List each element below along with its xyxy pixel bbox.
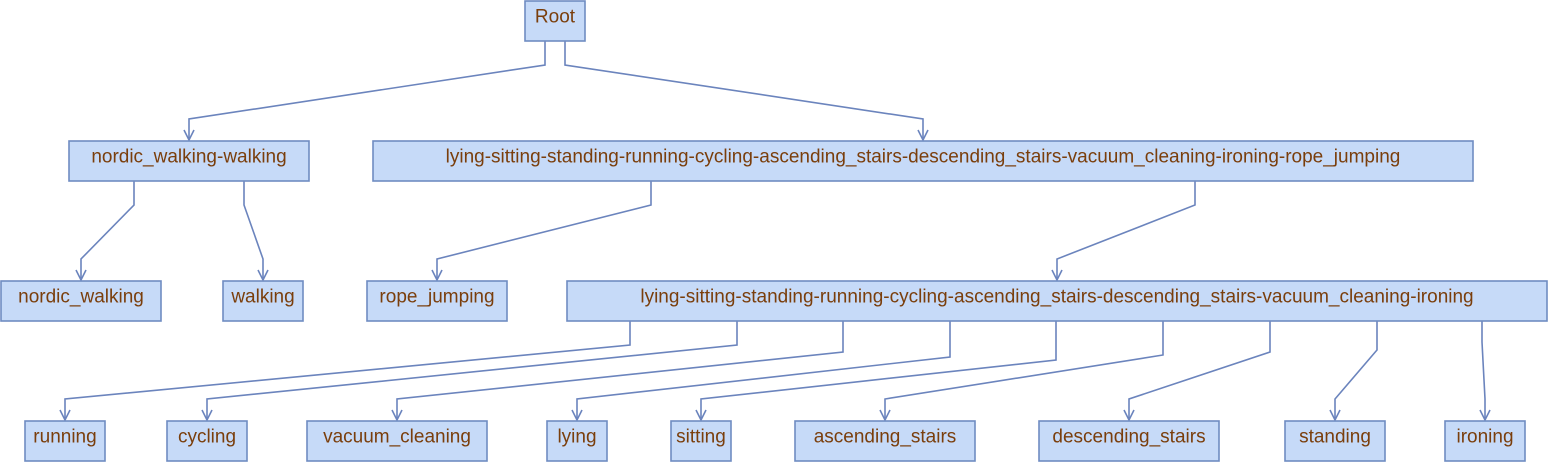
node-sitting: sitting xyxy=(670,420,732,462)
node-box xyxy=(546,420,608,462)
arrowhead xyxy=(75,269,87,282)
node-lying-sitting-standing-running-cycling-ascending-stairs-desc: lying-sitting-standing-running-cycling-a… xyxy=(372,140,1474,182)
node-label: lying-sitting-standing-running-cycling-a… xyxy=(446,147,1401,168)
node-box xyxy=(566,280,1548,322)
node-cycling: cycling xyxy=(166,420,248,462)
node-label: descending_stairs xyxy=(1052,427,1205,448)
node-vacuum-cleaning: vacuum_cleaning xyxy=(306,420,488,462)
edge-connector xyxy=(243,181,264,280)
arrowhead xyxy=(1329,409,1341,422)
edge-connector xyxy=(1056,181,1196,280)
edge-connector xyxy=(1481,321,1486,420)
node-box xyxy=(1284,420,1386,462)
node-root: Root xyxy=(524,0,586,42)
edge-connector xyxy=(436,181,652,280)
edge-connector xyxy=(1334,321,1378,420)
node-label: ascending_stairs xyxy=(814,427,957,448)
node-box xyxy=(166,420,248,462)
node-box xyxy=(794,420,976,462)
node-box xyxy=(366,280,508,322)
node-box xyxy=(372,140,1474,182)
node-label: ironing xyxy=(1456,427,1513,448)
node-label: sitting xyxy=(676,427,726,448)
node-label: rope_jumping xyxy=(379,287,494,308)
edge-connector xyxy=(188,41,546,140)
node-descending-stairs: descending_stairs xyxy=(1038,420,1220,462)
node-label: cycling xyxy=(178,427,236,448)
arrowhead xyxy=(1051,269,1063,282)
edge-connector xyxy=(564,41,924,140)
node-box xyxy=(1038,420,1220,462)
arrowhead xyxy=(917,129,929,142)
node-label: lying xyxy=(557,427,596,448)
arrowhead xyxy=(695,409,707,422)
node-ironing: ironing xyxy=(1444,420,1526,462)
arrowhead xyxy=(59,409,71,422)
edge-connector xyxy=(884,321,1164,420)
edge-connector xyxy=(700,321,1057,420)
arrowhead xyxy=(1479,409,1491,422)
node-label: running xyxy=(33,427,96,448)
node-box xyxy=(0,280,162,322)
arrowhead xyxy=(879,409,891,422)
node-box xyxy=(1444,420,1526,462)
node-running: running xyxy=(24,420,106,462)
edge-connector xyxy=(80,181,135,280)
node-label: standing xyxy=(1299,427,1371,448)
arrowhead xyxy=(1123,409,1135,422)
node-label: nordic_walking-walking xyxy=(91,147,286,168)
arrowhead xyxy=(391,409,403,422)
edges-layer xyxy=(59,41,1491,422)
arrowhead xyxy=(201,409,213,422)
node-label: nordic_walking xyxy=(18,287,144,308)
node-lying-sitting-standing-running-cycling-ascending-stairs-desc: lying-sitting-standing-running-cycling-a… xyxy=(566,280,1548,322)
node-nordic-walking-walking: nordic_walking-walking xyxy=(68,140,310,182)
edge-connector xyxy=(396,321,844,420)
node-walking: walking xyxy=(222,280,304,322)
edge-connector xyxy=(1128,321,1271,420)
node-box xyxy=(222,280,304,322)
edge-connector xyxy=(64,321,631,420)
node-label: vacuum_cleaning xyxy=(323,427,471,448)
node-label: Root xyxy=(535,7,576,28)
node-box xyxy=(524,0,586,42)
node-standing: standing xyxy=(1284,420,1386,462)
arrowhead xyxy=(571,409,583,422)
node-label: lying-sitting-standing-running-cycling-a… xyxy=(640,287,1473,308)
node-box xyxy=(68,140,310,182)
arrowhead xyxy=(257,269,269,282)
node-rope-jumping: rope_jumping xyxy=(366,280,508,322)
arrowhead xyxy=(183,129,195,142)
edge-connector xyxy=(206,321,738,420)
arrowhead xyxy=(431,269,443,282)
node-box xyxy=(306,420,488,462)
node-box xyxy=(24,420,106,462)
node-nordic-walking: nordic_walking xyxy=(0,280,162,322)
edge-connector xyxy=(576,321,951,420)
node-lying: lying xyxy=(546,420,608,462)
node-label: walking xyxy=(230,287,294,308)
node-box xyxy=(670,420,732,462)
node-ascending-stairs: ascending_stairs xyxy=(794,420,976,462)
